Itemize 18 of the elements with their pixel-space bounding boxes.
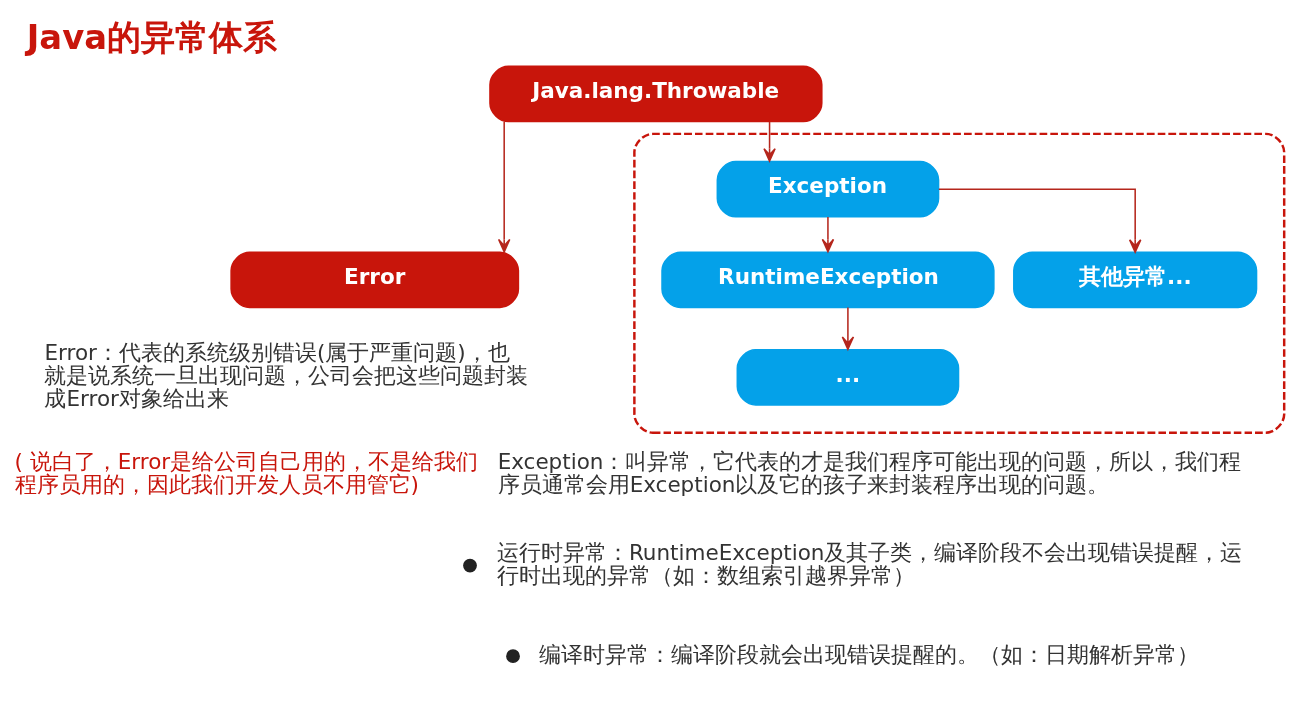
node-box: RuntimeException	[661, 251, 995, 309]
arrow	[497, 121, 511, 253]
label: 编译时异常：编译阶段就会出现错误提醒的。（如：日期解析异常）	[539, 641, 1200, 667]
label: Error：代表的系统级别错误(属于严重问题)，也就是说系统一旦出现问题，公司会把这些问题封装成Error对象给出来	[44, 340, 529, 412]
node-box: 其他异常...	[1013, 251, 1258, 309]
node-box: Java.lang.Throwable	[489, 65, 823, 123]
label: Exception：叫异常，它代表的才是我们程序可能出现的问题，所以，我们程序员通常会用Exception以及它的孩子来封装程序出现的问题。	[497, 449, 1242, 498]
cluster	[633, 132, 1286, 434]
node-box: Exception	[716, 160, 940, 218]
label: 运行时异常：RuntimeException及其子类，编译阶段不会出现错误提醒，运行时出现的异常（如：数组索引越界异常）	[496, 539, 1243, 588]
node-box: ...	[736, 348, 960, 406]
diagram-title: Java的异常体系	[26, 17, 277, 57]
node-box: Error	[230, 251, 520, 309]
arrow	[763, 121, 776, 162]
arrow	[938, 188, 1142, 253]
arrow	[841, 306, 855, 351]
arrow	[821, 216, 835, 253]
label: ( 说白了，Error是给公司自己用的，不是给我们程序员用的，因此我们开发人员不用管它)	[14, 449, 479, 498]
